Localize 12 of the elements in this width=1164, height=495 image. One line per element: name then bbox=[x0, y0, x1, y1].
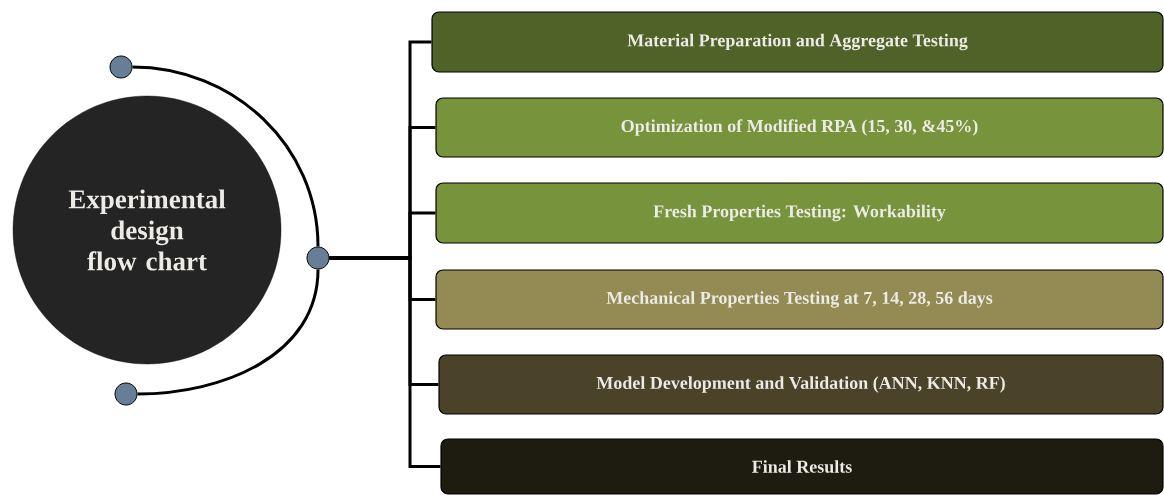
connector-line bbox=[329, 256, 441, 468]
process-box: Material Preparation and Aggregate Testing bbox=[431, 11, 1164, 73]
connector-dot bbox=[114, 382, 138, 406]
connector-dot bbox=[306, 246, 330, 270]
connector-dot bbox=[109, 55, 133, 79]
process-box: Model Development and Validation (ANN, KNN, RF) bbox=[438, 354, 1164, 415]
connector-line bbox=[137, 269, 320, 396]
process-box: Mechanical Properties Testing at 7, 14, 28, 56 days bbox=[435, 269, 1164, 330]
process-box: Final Results bbox=[440, 438, 1164, 495]
connector-line bbox=[132, 65, 320, 247]
process-box: Fresh Properties Testing: Workability bbox=[435, 182, 1164, 244]
process-box: Optimization of Modified RPA (15, 30, &45%) bbox=[435, 97, 1164, 158]
